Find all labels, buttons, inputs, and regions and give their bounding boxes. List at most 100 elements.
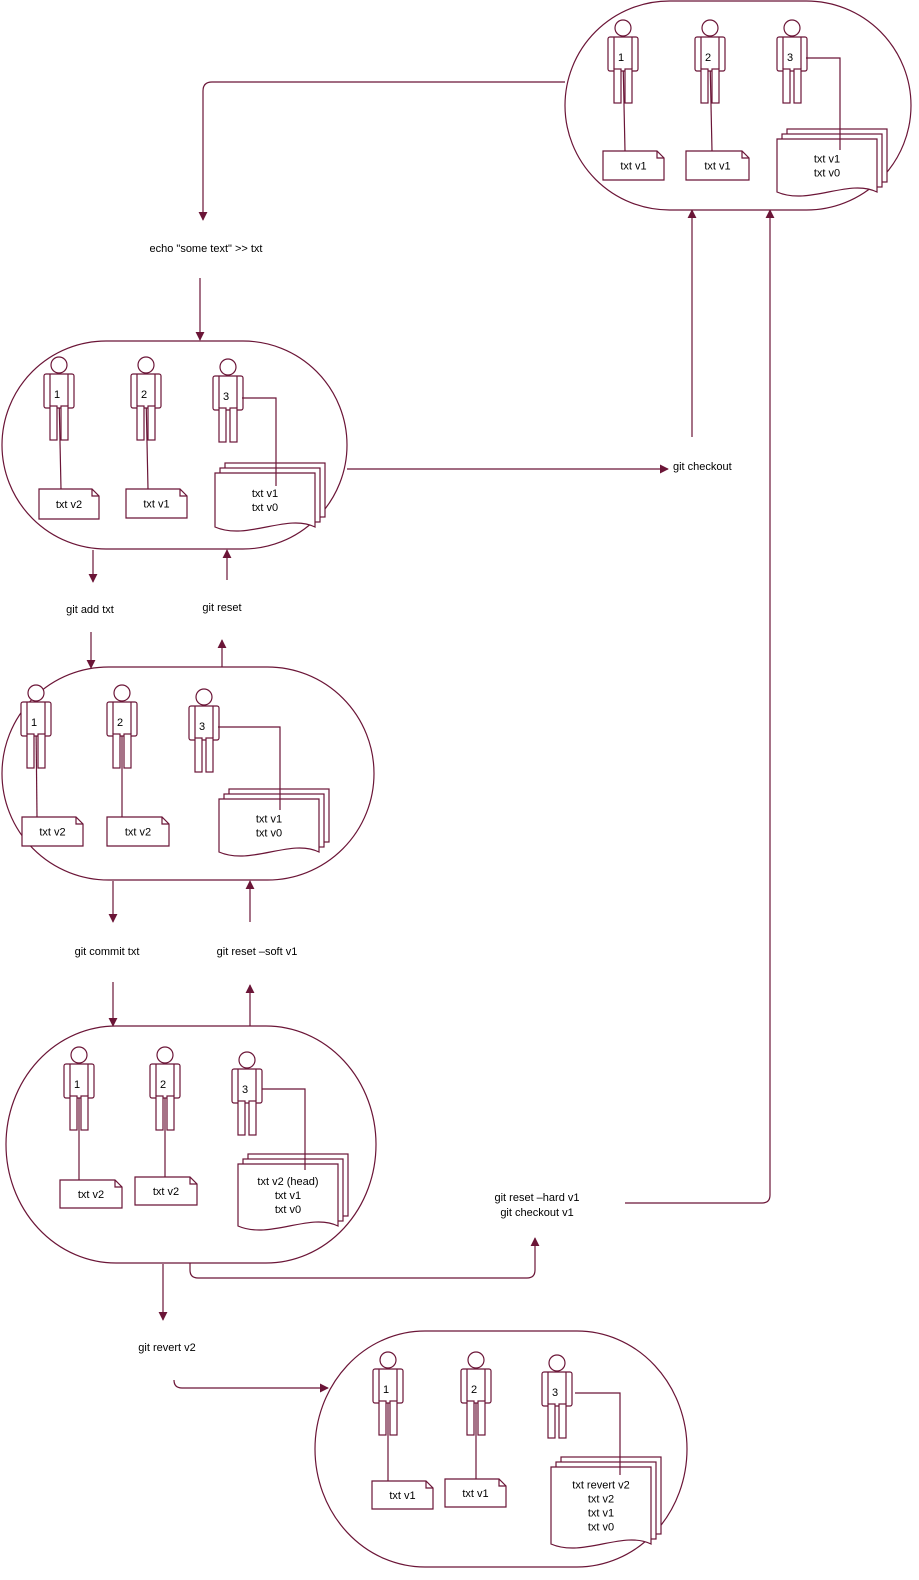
arrow-committed-to-resethard [189,1237,540,1279]
actor-repo-link [218,726,281,810]
note-1-text: txt v2 [78,1189,104,1201]
note-1: txt v1 [371,1480,434,1510]
note-2: txt v2 [106,816,170,847]
actor-2-icon: 2 [149,1046,181,1131]
actor-2-icon-number: 2 [160,1079,166,1091]
actor-1-icon: 1 [20,684,52,769]
actor-repo-link [575,1392,621,1475]
actor-1-icon: 1 [607,19,639,104]
label-git-revert: git revert v2 [138,1342,195,1354]
note-1-text: txt v1 [620,161,646,173]
label-git-checkout-v1: git checkout v1 [500,1207,573,1219]
repo-stack: txt v1 txt v0 [776,128,888,197]
repo-stack-line: txt v1 [275,1190,301,1202]
repo-stack: txt revert v2 txt v2 txt v1 txt v0 [550,1456,662,1549]
actor-repo-link [242,397,277,486]
repo-stack-line: txt v0 [814,168,840,180]
note-2-text: txt v1 [143,499,169,511]
actor-2-icon: 2 [460,1351,492,1436]
actor-3-icon: 3 [776,19,808,104]
repo-stack: txt v2 (head) txt v1 txt v0 [237,1153,349,1231]
actor-1-icon-number: 1 [74,1079,80,1091]
actor-3-icon-number: 3 [787,52,793,64]
arrow-resethard-to-top [625,209,775,1204]
note-2-text: txt v1 [462,1488,488,1500]
actor-repo-link [262,1088,306,1170]
arrow-top-to-echo [198,81,565,221]
note-1-text: txt v2 [56,499,82,511]
actor-note-link [622,57,626,152]
actor-3-icon-number: 3 [223,391,229,403]
repo-stack-line: txt v1 [252,488,278,500]
state-reverted: 1 2 3 txt v1 txt v1 txt revert v2 txt v2 txt v1… [314,1330,688,1568]
note-1: txt v2 [59,1179,123,1209]
note-1-text: txt v1 [389,1490,415,1502]
label-git-add: git add txt [66,604,114,616]
note-2: txt v1 [685,150,750,181]
actor-3-icon: 3 [541,1354,573,1439]
actor-1-icon-number: 1 [31,717,37,729]
actor-1-icon: 1 [372,1351,404,1436]
actor-2-icon-number: 2 [141,389,147,401]
actor-1-icon-number: 1 [383,1384,389,1396]
label-echo: echo "some text" >> txt [150,243,263,255]
state-committed-container [5,1025,377,1264]
actor-note-link [709,57,713,152]
label-git-reset-soft: git reset –soft v1 [217,946,298,958]
repo-stack-line: txt v0 [252,502,278,514]
state-working: 1 2 3 txt v2 txt v1 txt v1 txt v0 [1,340,348,550]
actor-2-icon-number: 2 [705,52,711,64]
actor-2-icon: 2 [130,356,162,441]
repo-stack-line: txt v1 [588,1508,614,1520]
state-top: 1 2 3 txt v1 txt v1 txt v1 txt v0 [564,0,912,211]
label-git-reset: git reset [202,602,241,614]
actor-3-icon: 3 [188,688,220,773]
note-1: txt v1 [602,150,665,181]
repo-stack-line: txt v2 (head) [257,1176,318,1188]
actor-3-icon: 3 [212,358,244,443]
repo-stack-line: txt v2 [588,1494,614,1506]
note-2-text: txt v1 [704,161,730,173]
label-git-checkout: git checkout [673,461,732,473]
note-2: txt v2 [134,1176,198,1206]
repo-stack-line: txt revert v2 [572,1480,629,1492]
actor-3-icon: 3 [231,1051,263,1136]
actor-1-icon: 1 [43,356,75,441]
note-2-text: txt v2 [125,827,151,839]
repo-stack-line: txt v0 [588,1522,614,1534]
label-git-reset-hard: git reset –hard v1 [495,1192,580,1204]
state-committed: 1 2 3 txt v2 txt v2 txt v2 (head) txt v1 txt v0 [5,1025,377,1264]
repo-stack-line: txt v0 [275,1204,301,1216]
actor-3-icon-number: 3 [242,1084,248,1096]
actor-2-icon: 2 [694,19,726,104]
note-1: txt v2 [38,488,100,520]
note-1-text: txt v2 [39,827,65,839]
note-1: txt v2 [21,816,84,847]
command-labels: echo "some text" >> txt git add txt git … [66,243,732,1354]
note-2: txt v1 [444,1478,507,1508]
arrow-revert-to-reverted [173,1379,329,1393]
repo-stack-line: txt v1 [814,154,840,166]
actor-1-icon: 1 [63,1046,95,1131]
actor-1-icon-number: 1 [618,52,624,64]
label-git-commit: git commit txt [75,946,140,958]
actor-note-link [35,722,38,818]
actor-3-icon-number: 3 [552,1387,558,1399]
actor-2-icon-number: 2 [471,1384,477,1396]
repo-stack: txt v1 txt v0 [214,462,326,532]
actor-3-icon-number: 3 [199,721,205,733]
actor-note-link [58,394,62,490]
actor-1-icon-number: 1 [54,389,60,401]
repo-stack-line: txt v0 [256,828,282,840]
note-2: txt v1 [125,488,188,519]
note-2-text: txt v2 [153,1186,179,1198]
actor-note-link [145,394,149,490]
actor-repo-link [806,57,841,150]
actor-2-icon-number: 2 [117,717,123,729]
connectors [86,81,775,1393]
actor-2-icon: 2 [106,684,138,769]
